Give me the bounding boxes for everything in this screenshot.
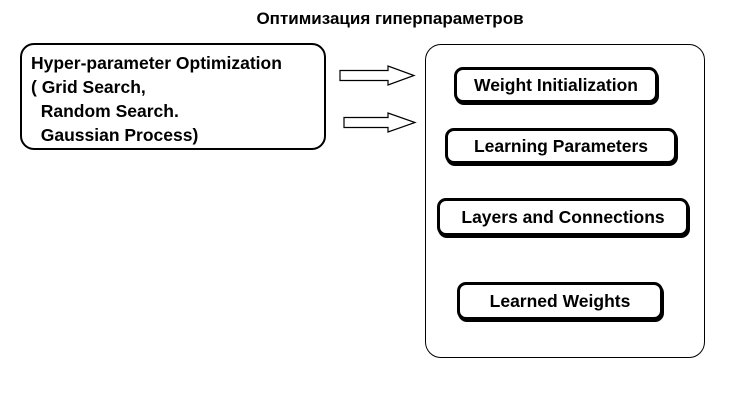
parameters-container [425, 44, 705, 358]
arrow-top [339, 65, 416, 86]
hyperparameter-optimization-box: Hyper-parameter Optimization ( Grid Sear… [20, 43, 326, 150]
weight-initialization-node: Weight Initialization [454, 67, 658, 103]
arrow-bottom [343, 112, 417, 133]
source-line-1: Hyper-parameter Optimization [31, 53, 282, 73]
learned-weights-node: Learned Weights [457, 282, 663, 320]
learning-parameters-label: Learning Parameters [473, 135, 649, 156]
diagram-title: Оптимизация гиперпараметров [256, 9, 524, 28]
learning-parameters-node: Learning Parameters [445, 128, 677, 164]
layers-and-connections-label: Layers and Connections [461, 206, 665, 227]
source-line-4: Gaussian Process) [31, 125, 199, 145]
layers-and-connections-node: Layers and Connections [437, 198, 689, 236]
source-line-2: ( Grid Search, [31, 77, 146, 97]
source-line-3: Random Search. [31, 101, 179, 121]
weight-initialization-label: Weight Initialization [474, 74, 638, 95]
learned-weights-label: Learned Weights [489, 290, 631, 311]
